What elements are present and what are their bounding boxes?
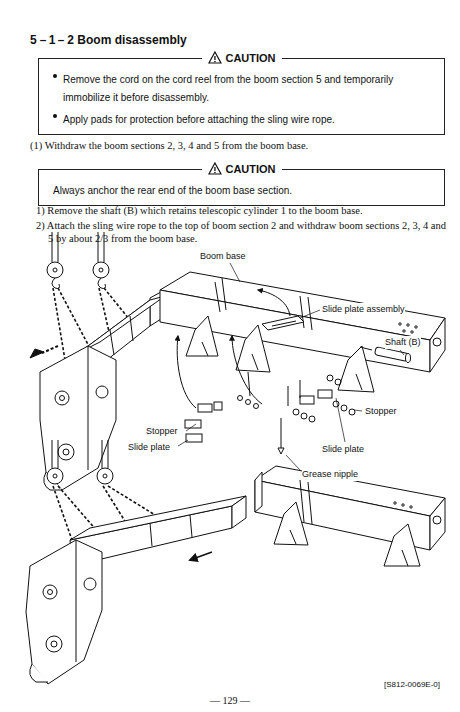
withdraw-arrow (30, 349, 44, 358)
boom-base (160, 272, 445, 372)
caution-text: Always anchor the rear end of the boom b… (53, 185, 292, 196)
caution-item: Remove the cord on the cord reel from th… (51, 69, 432, 105)
page-number: — 129 — (0, 694, 460, 707)
step-text: 1) Remove the shaft (B) which retains te… (36, 204, 363, 217)
exploded-parts (177, 290, 410, 454)
caution-heading-text: CAUTION (225, 52, 275, 64)
warning-triangle (207, 162, 221, 175)
warning-triangle (207, 51, 221, 64)
part-label: Stopper (365, 405, 397, 418)
part-label: Slide plate (322, 443, 364, 456)
part-label: Shaft (B) (385, 336, 421, 349)
withdraw-arrow (190, 552, 212, 560)
part-label: Boom base (200, 250, 246, 263)
caution-box: CAUTIONAlways anchor the rear end of the… (38, 169, 445, 206)
step-heading: (1) Withdraw the boom sections 2, 3, 4 a… (30, 139, 308, 152)
step-text: 2) Attach the sling wire rope to the top… (36, 219, 453, 245)
bullet-dot (53, 74, 57, 78)
bullet-dot (53, 114, 57, 118)
boom-head (40, 346, 116, 490)
stands (186, 316, 374, 392)
document-code: [S812-0069E-0] (384, 678, 440, 691)
caution-text: Remove the cord on the cord reel from th… (63, 74, 393, 103)
stands-lower (274, 502, 420, 566)
boom-base-lower (255, 466, 445, 550)
caution-heading: CAUTION (201, 162, 281, 175)
boom-head-lower (26, 540, 102, 684)
part-label: Grease nipple (302, 468, 358, 481)
caution-box: CAUTIONRemove the cord on the cord reel … (38, 58, 445, 135)
caution-text: Apply pads for protection before attachi… (63, 114, 335, 125)
part-label: Slide plate (128, 441, 170, 454)
caution-heading: CAUTION (201, 51, 281, 64)
section-title: 5－1－2 Boom disassembly (30, 32, 187, 49)
caution-item: Always anchor the rear end of the boom b… (51, 180, 432, 198)
caution-item: Apply pads for protection before attachi… (51, 109, 432, 127)
part-label: Slide plate assembly (322, 303, 405, 316)
caution-heading-text: CAUTION (225, 163, 275, 175)
leader-lines (178, 263, 404, 470)
part-label: Stopper (146, 425, 178, 438)
